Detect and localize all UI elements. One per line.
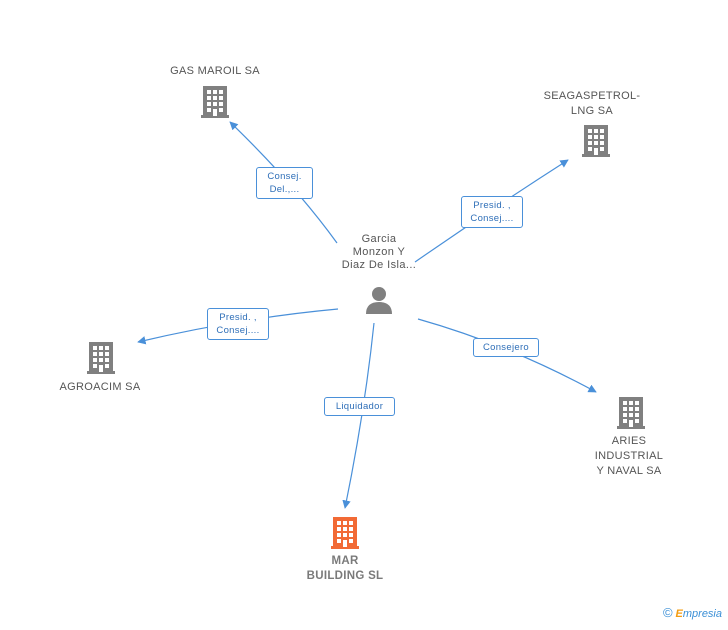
edge-label-mar-building[interactable]: Liquidador [324,397,395,416]
company-label-seagaspetrol[interactable]: SEAGASPETROL- LNG SA [543,90,641,117]
company-label-agroacim[interactable]: AGROACIM SA [59,381,141,393]
building-icon-mar-building[interactable] [331,517,359,549]
edge-label-seagaspetrol[interactable]: Presid. , Consej.... [461,196,523,228]
copyright-icon: © [662,605,673,620]
building-icon-aries[interactable] [617,397,645,429]
person-icon[interactable] [366,287,392,314]
company-label-gas-maroil[interactable]: GAS MAROIL SA [170,65,260,77]
company-label-aries[interactable]: ARIES INDUSTRIAL Y NAVAL SA [594,435,664,477]
building-icon-seagaspetrol[interactable] [582,125,610,157]
company-label-mar-building[interactable]: MAR BUILDING SL [306,555,384,582]
brand-initial: E [675,608,683,620]
edge-label-agroacim[interactable]: Presid. , Consej.... [207,308,269,340]
footer-brand: ©Empresia [663,605,722,620]
person-label[interactable]: Garcia Monzon Y Diaz De Isla... [341,233,417,271]
building-icon-agroacim[interactable] [87,342,115,374]
edge-label-aries[interactable]: Consejero [473,338,539,357]
edge-label-gas-maroil[interactable]: Consej. Del.,... [256,167,313,199]
brand-logo: Empresia [676,608,722,620]
brand-name: mpresia [682,608,722,620]
building-icon-gas-maroil[interactable] [201,86,229,118]
